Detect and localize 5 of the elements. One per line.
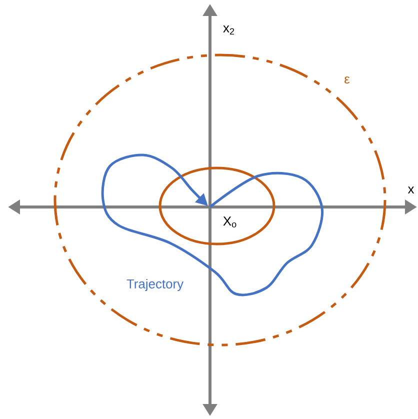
trajectory-label: Trajectory	[126, 278, 184, 292]
origin-label: X$_{o}$	[223, 216, 236, 228]
epsilon-label: ε	[344, 76, 350, 84]
axis-label: x$_{2}$	[223, 25, 234, 35]
axis-label: x	[408, 186, 414, 194]
